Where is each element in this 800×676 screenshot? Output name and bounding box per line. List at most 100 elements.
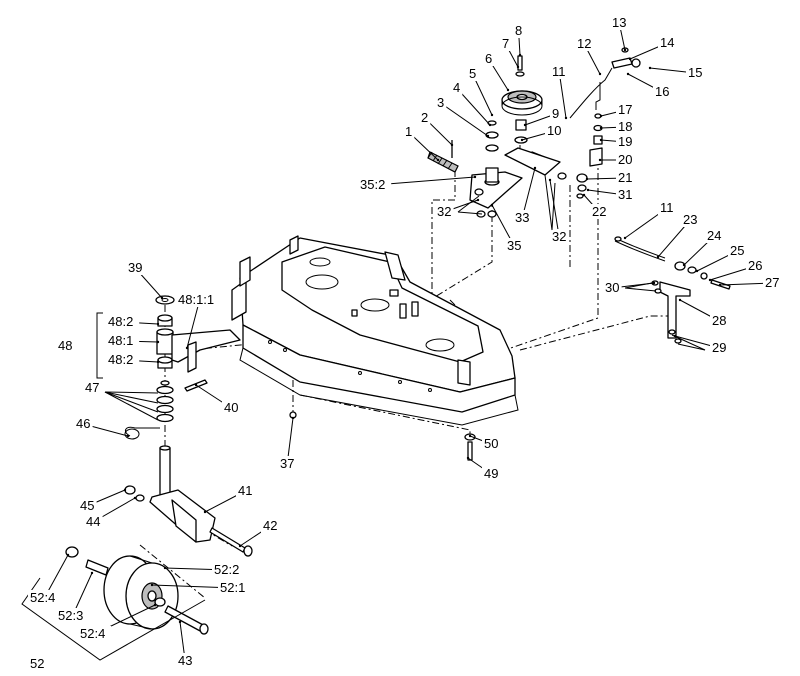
leader-tip: [623, 236, 627, 240]
callout-52-1: 52:1: [150, 580, 252, 595]
callout-52: 52: [28, 656, 47, 671]
callout-1: 1: [403, 124, 440, 162]
part-number-label: 20: [618, 152, 632, 167]
callout-12: 12: [575, 36, 602, 76]
callout-2: 2: [419, 110, 454, 147]
label-background: [74, 416, 93, 431]
leader-tip: [126, 434, 130, 438]
callout-23: 23: [656, 212, 700, 259]
callout-52-4: 52:4: [28, 553, 70, 605]
callout-35: 35: [490, 203, 524, 253]
leader-tip: [488, 123, 492, 127]
part-number-label: 5: [469, 66, 476, 81]
part-number-label: 48:2: [108, 352, 133, 367]
label-background: [83, 380, 102, 395]
label-background: [545, 123, 564, 138]
label-background: [550, 106, 562, 121]
callout-26: 26: [708, 258, 765, 282]
part-number-label: 24: [707, 228, 721, 243]
leader-line: [440, 102, 489, 137]
label-background: [658, 35, 677, 50]
callout-48: 48: [56, 338, 75, 353]
part-number-label: 3: [437, 95, 444, 110]
callout-18: 18: [599, 119, 635, 134]
callout-48-1: 48:1: [106, 333, 160, 348]
leader-line: [521, 167, 536, 219]
fan-leader-30: [624, 282, 653, 289]
part-number-label: 30: [605, 280, 619, 295]
callout-9: 9: [523, 106, 562, 127]
label-background: [616, 187, 635, 202]
leader-line: [549, 179, 560, 238]
callout-41: 41: [203, 483, 255, 514]
part-number-label: 52:4: [80, 626, 105, 641]
label-background: [616, 119, 635, 134]
label-background: [261, 518, 280, 533]
part-number-label: 7: [502, 36, 509, 51]
callout-6: 6: [483, 51, 510, 92]
label-background: [176, 653, 195, 668]
callout-43: 43: [176, 620, 195, 668]
leader-tip: [599, 126, 603, 130]
label-background: [686, 65, 705, 80]
label-background: [403, 124, 415, 139]
part-number-label: 52:4: [30, 590, 55, 605]
leader-tip: [156, 360, 160, 364]
leader-tip: [628, 57, 632, 61]
part-number-label: 11: [660, 200, 674, 215]
label-background: [78, 498, 97, 513]
leader-tip: [648, 66, 652, 70]
callout-32: 32: [435, 198, 480, 219]
label-background: [56, 338, 75, 353]
leader-tip: [123, 488, 127, 492]
fan-leader-29: [671, 334, 706, 351]
leader-tip: [133, 496, 137, 500]
part-number-label: 40: [224, 400, 238, 415]
label-background: [603, 280, 622, 295]
part-number-label: 52:3: [58, 608, 83, 623]
part-number-label: 49: [484, 466, 498, 481]
part-number-label: 48:2: [108, 314, 133, 329]
callout-labels: 1234567891011121314151617181920213122323…: [28, 15, 782, 671]
part-number-label: 16: [655, 84, 669, 99]
label-background: [106, 352, 140, 367]
part-number-label: 47: [85, 380, 99, 395]
fan-leader-29: [677, 343, 706, 351]
label-background: [78, 626, 112, 641]
callout-52-4: 52:4: [78, 603, 157, 641]
leader-tip: [436, 158, 440, 162]
part-number-label: 29: [712, 340, 726, 355]
callout-20: 20: [598, 152, 635, 167]
label-background: [28, 590, 62, 605]
part-number-label: 45: [80, 498, 94, 513]
part-number-label: 31: [618, 187, 632, 202]
callout-25: 25: [695, 243, 747, 273]
leader-tip: [520, 138, 524, 142]
leader-tip: [564, 116, 568, 120]
part-number-label: 23: [683, 212, 697, 227]
callout-48-1-1: 48:1:1: [176, 292, 224, 350]
leader-tip: [473, 175, 477, 179]
part-number-label: 26: [748, 258, 762, 273]
leader-tip: [623, 48, 627, 52]
callout-42: 42: [238, 518, 280, 548]
belt-and-linkage-assembly: [289, 47, 731, 461]
callout-48-2: 48:2: [106, 352, 160, 367]
callout-24: 24: [682, 228, 724, 267]
label-background: [653, 84, 672, 99]
leader-tip: [533, 166, 537, 170]
leader-tip: [163, 566, 167, 570]
leader-tip: [523, 123, 527, 127]
callout-21: 21: [585, 170, 635, 185]
label-background: [435, 95, 447, 110]
part-number-label: 27: [765, 275, 779, 290]
callout-30: 30: [603, 280, 656, 295]
leader-tip: [238, 544, 242, 548]
leader-tip: [718, 283, 722, 287]
callout-50: 50: [468, 434, 501, 451]
label-background: [483, 51, 495, 66]
leader-tip: [598, 158, 602, 162]
label-background: [500, 36, 512, 51]
